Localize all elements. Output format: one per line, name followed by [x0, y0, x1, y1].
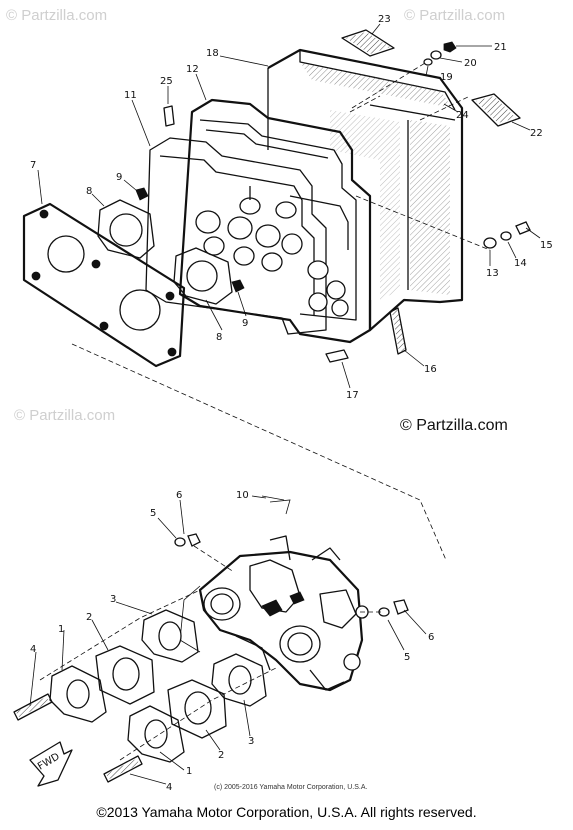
callout-24: 24 — [456, 110, 469, 121]
part-23-strip — [341, 29, 395, 57]
callout-23: 23 — [378, 14, 391, 25]
callout-17: 17 — [346, 390, 359, 401]
callout-8-top: 8 — [86, 186, 92, 197]
callout-11: 11 — [124, 90, 137, 101]
part-4-studs — [13, 693, 143, 783]
watermark-top-right: © Partzilla.com — [404, 7, 505, 24]
watermark-top-left: © Partzilla.com — [6, 7, 107, 24]
callout-10: 10 — [236, 490, 249, 501]
part-2-joints — [95, 645, 227, 739]
leader-lines — [29, 23, 531, 785]
gasket-holes — [195, 197, 349, 317]
callout-5-right: 5 — [404, 652, 410, 663]
callout-4-top: 4 — [30, 644, 36, 655]
part-16-strip — [389, 307, 407, 355]
callout-18: 18 — [206, 48, 219, 59]
callout-numbers: 23 21 18 20 19 12 25 11 24 22 7 9 8 15 1… — [30, 14, 553, 793]
part-25-clip — [163, 105, 175, 127]
hardware-13-14-15 — [483, 221, 541, 249]
part-3-gaskets — [141, 609, 267, 707]
callout-8-bottom: 8 — [216, 332, 222, 343]
callout-2-bottom: 2 — [218, 750, 224, 761]
callout-21: 21 — [494, 42, 507, 53]
callout-6-left: 6 — [176, 490, 182, 501]
part-10-cable — [261, 495, 291, 515]
callout-3-top: 3 — [110, 594, 116, 605]
callout-1-bottom: 1 — [186, 766, 192, 777]
callout-22: 22 — [530, 128, 543, 139]
part-9-screws — [135, 187, 245, 293]
part-22-strip — [471, 93, 521, 127]
callout-2-top: 2 — [86, 612, 92, 623]
callout-14: 14 — [514, 258, 527, 269]
small-copyright: (c) 2005-2016 Yamaha Motor Corporation, … — [214, 784, 367, 791]
part-8-gaskets — [97, 199, 233, 305]
callout-5-left: 5 — [150, 508, 156, 519]
air-filter-case — [145, 48, 491, 344]
callout-19: 19 — [440, 72, 453, 83]
part-1-gaskets — [49, 665, 185, 763]
callout-12: 12 — [186, 64, 199, 75]
carburetor-assembly — [179, 535, 369, 692]
callout-6-right: 6 — [428, 632, 434, 643]
callout-9-top: 9 — [116, 172, 122, 183]
callout-16: 16 — [424, 364, 437, 375]
part-17-clip — [325, 349, 349, 363]
callout-13: 13 — [486, 268, 499, 279]
callout-15: 15 — [540, 240, 553, 251]
footer-copyright: ©2013 Yamaha Motor Corporation, U.S.A. A… — [96, 804, 477, 820]
callout-20: 20 — [464, 58, 477, 69]
callout-1-top: 1 — [58, 624, 64, 635]
partzilla-brand: © Partzilla.com — [400, 417, 508, 434]
hardware-19-20-21 — [423, 41, 492, 66]
callout-9-bottom: 9 — [242, 318, 248, 329]
watermarks: © Partzilla.com © Partzilla.com © Partzi… — [6, 7, 505, 424]
callout-4-bottom: 4 — [166, 782, 172, 793]
callout-3-bottom: 3 — [248, 736, 254, 747]
callout-7: 7 — [30, 160, 36, 171]
watermark-mid-left: © Partzilla.com — [14, 407, 115, 424]
callout-25: 25 — [160, 76, 173, 87]
fwd-arrow-icon: FWD — [29, 741, 73, 787]
part-7-plate — [22, 202, 186, 368]
